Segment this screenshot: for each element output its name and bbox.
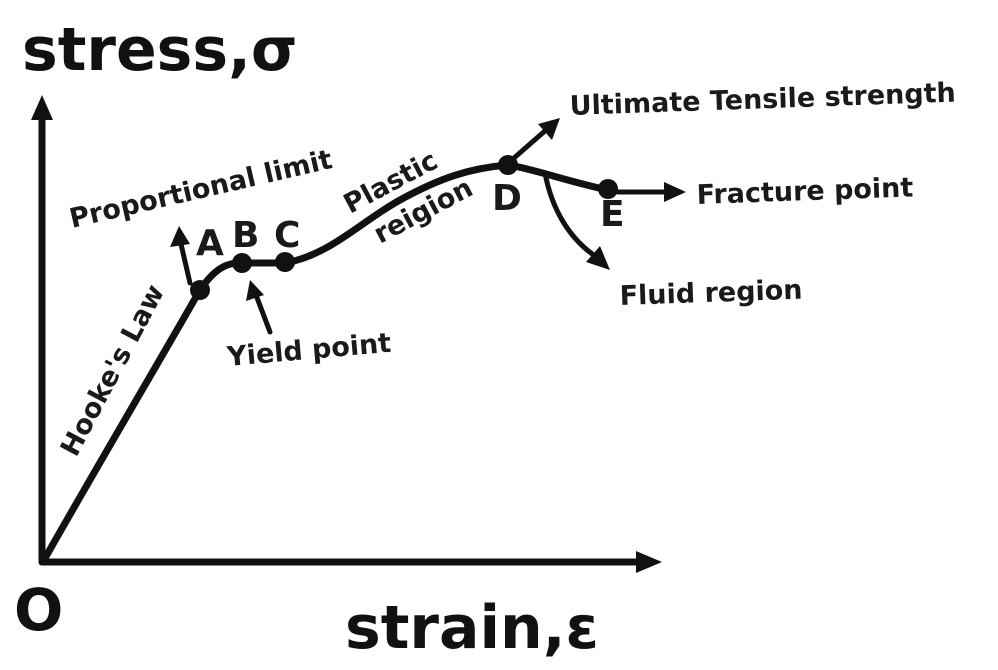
point-d-label: D [492, 178, 522, 219]
point-b-label: B [232, 215, 259, 256]
origin-label: O [14, 576, 63, 644]
ultimate-strength-arrowhead [538, 118, 560, 140]
point-b-marker [232, 253, 252, 273]
proportional-limit-arrow [178, 241, 193, 286]
fracture-point-arrowhead [664, 182, 686, 202]
point-c-label: C [274, 215, 300, 256]
fluid-region-arrowhead [586, 246, 610, 270]
yield-point-arrow [253, 292, 273, 335]
point-c-marker [275, 252, 295, 272]
point-e-label: E [600, 194, 625, 235]
fracture-point-label: Fracture point [696, 172, 914, 211]
point-e-marker [598, 179, 618, 199]
y-axis-arrowhead [31, 95, 53, 120]
x-axis-title: strain,ε [345, 593, 599, 663]
y-axis-title: stress,σ [22, 15, 298, 85]
yield-point-arrowhead [246, 280, 264, 301]
point-a-marker [190, 280, 210, 300]
fluid-region-arrow [542, 170, 601, 261]
ultimate-strength-arrow [511, 127, 549, 161]
point-a-label: A [196, 223, 224, 264]
proportional-limit-arrowhead [170, 226, 190, 247]
x-axis-arrowhead [636, 551, 662, 573]
ultimate-tensile-strength-label: Ultimate Tensile strength [569, 78, 956, 122]
yield-point-label: Yield point [225, 328, 393, 373]
fluid-region-label: Fluid region [619, 275, 803, 312]
